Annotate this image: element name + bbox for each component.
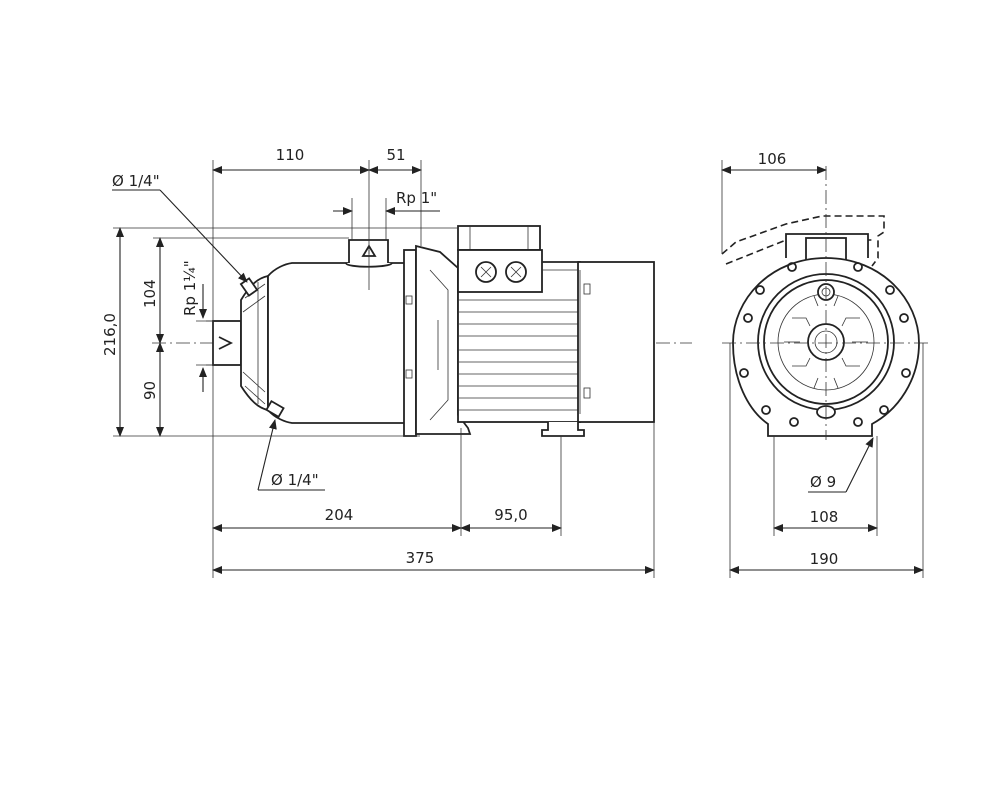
impeller-vanes	[784, 295, 868, 389]
label-51: 51	[386, 146, 405, 164]
motor-foot	[541, 422, 585, 437]
label-110: 110	[276, 146, 305, 164]
label-rp1: Rp 1"	[396, 189, 437, 207]
terminal-box-outline	[721, 215, 885, 267]
extension-lines	[113, 160, 655, 578]
dim-216: 216,0	[101, 227, 124, 437]
front-view: 106 Ø 9 108 190	[721, 150, 930, 578]
leader-gauge-top: Ø 1/4"	[112, 172, 248, 283]
pump-housing	[239, 262, 406, 424]
dim-106: 106	[721, 150, 827, 174]
dim-rp1: Rp 1"	[333, 189, 440, 240]
dim-rp114: Rp 1¼"	[181, 260, 207, 392]
label-106: 106	[758, 150, 787, 168]
discharge-port	[345, 239, 393, 268]
label-hole: Ø 9	[810, 473, 836, 491]
label-216: 216,0	[101, 313, 119, 356]
dim-108: 108	[773, 508, 878, 532]
label-190: 190	[810, 550, 839, 568]
side-view: 110 51 Rp 1" Ø 1/4" Rp 1¼" 104	[101, 146, 692, 578]
label-204: 204	[325, 506, 354, 524]
label-90: 90	[141, 381, 159, 400]
dim-190: 190	[729, 550, 924, 574]
leader-gauge-bottom: Ø 1/4"	[257, 419, 325, 491]
dim-104: 104	[141, 237, 164, 344]
dim-110: 110	[212, 146, 370, 174]
label-95: 95,0	[494, 506, 527, 524]
dim-51: 51	[368, 146, 422, 174]
dim-90: 90	[141, 342, 164, 437]
leader-hole: Ø 9	[808, 437, 874, 493]
label-rp114: Rp 1¼"	[181, 260, 199, 316]
label-104: 104	[141, 279, 159, 308]
dim-95: 95,0	[460, 506, 562, 532]
terminal-box	[457, 225, 578, 293]
label-375: 375	[406, 549, 435, 567]
dim-204: 204	[212, 506, 462, 532]
flange-bolts	[739, 262, 911, 427]
dim-375: 375	[212, 549, 655, 574]
label-gauge-top: Ø 1/4"	[112, 172, 160, 190]
label-108: 108	[810, 508, 839, 526]
label-gauge-bottom: Ø 1/4"	[271, 471, 319, 489]
